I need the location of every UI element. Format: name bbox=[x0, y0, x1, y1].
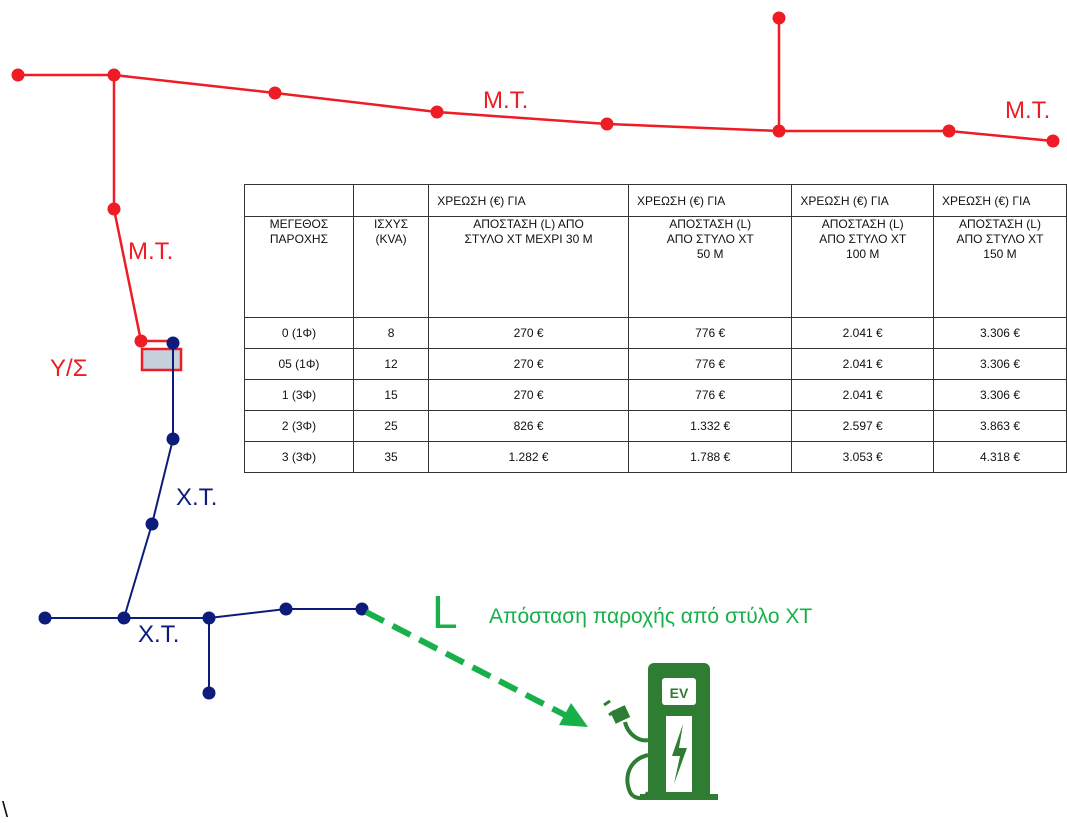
table-cell: 3.306 € bbox=[932, 348, 1067, 380]
xt-label-vertical: Χ.Τ. bbox=[176, 484, 218, 511]
table-cell: 2.041 € bbox=[791, 317, 934, 349]
table-row: 1 (3Φ) 15 270 € 776 € 2.041 € 3.306 € bbox=[244, 379, 1067, 411]
table-header-cell: ΧΡΕΩΣΗ (€) ΓΙΑ bbox=[428, 184, 629, 217]
header-line: 150 Μ bbox=[983, 247, 1017, 261]
substation-label: Υ/Σ bbox=[50, 355, 88, 382]
mt-label-right: Μ.Τ. bbox=[1005, 97, 1051, 124]
table-cell: 2 (3Φ) bbox=[244, 410, 354, 442]
distance-50m-header: ΑΠΟΣΤΑΣΗ (L) ΑΠΟ ΣΤΥΛΟ ΧΤ 50 Μ bbox=[627, 216, 793, 318]
tariff-table: ΧΡΕΩΣΗ (€) ΓΙΑ ΧΡΕΩΣΗ (€) ΓΙΑ ΧΡΕΩΣΗ (€)… bbox=[244, 184, 1067, 473]
table-row: 2 (3Φ) 25 826 € 1.332 € 2.597 € 3.863 € bbox=[244, 410, 1067, 442]
table-cell: 8 bbox=[352, 317, 430, 349]
table-cell: 270 € bbox=[428, 379, 629, 411]
table-cell: 4.318 € bbox=[932, 441, 1067, 473]
table-cell: 12 bbox=[352, 348, 430, 380]
table-cell: 25 bbox=[352, 410, 430, 442]
header-line: 50 Μ bbox=[696, 247, 724, 261]
header-line: ΜΕΓΕΘΟΣ bbox=[269, 217, 329, 231]
header-line: ΑΠΟΣΤΑΣΗ (L) ΑΠΟ bbox=[473, 217, 584, 231]
table-header-cell: ΧΡΕΩΣΗ (€) ΓΙΑ bbox=[791, 184, 934, 217]
table-cell: 1 (3Φ) bbox=[244, 379, 354, 411]
table-cell: 826 € bbox=[428, 410, 629, 442]
mt-label-left: Μ.Τ. bbox=[128, 238, 174, 265]
substation-box bbox=[140, 347, 183, 372]
table-cell: 3.306 € bbox=[932, 317, 1067, 349]
table-cell: 270 € bbox=[428, 317, 629, 349]
table-subheader-row: ΜΕΓΕΘΟΣ ΠΑΡΟΧΗΣ ΙΣΧΥΣ (KVA) ΑΠΟΣΤΑΣΗ (L)… bbox=[244, 216, 1067, 318]
distance-100m-header: ΑΠΟΣΤΑΣΗ (L) ΑΠΟ ΣΤΥΛΟ ΧΤ 100 Μ bbox=[791, 216, 934, 318]
header-line: (KVA) bbox=[375, 232, 407, 246]
table-header-row: ΧΡΕΩΣΗ (€) ΓΙΑ ΧΡΕΩΣΗ (€) ΓΙΑ ΧΡΕΩΣΗ (€)… bbox=[244, 184, 1067, 217]
table-header-cell bbox=[352, 184, 430, 217]
table-cell: 1.332 € bbox=[627, 410, 793, 442]
table-row: 3 (3Φ) 35 1.282 € 1.788 € 3.053 € 4.318 … bbox=[244, 441, 1067, 473]
table-cell: 776 € bbox=[627, 348, 793, 380]
header-line: ΑΠΟ ΣΤΥΛΟ ΧΤ bbox=[819, 232, 907, 246]
distance-caption: Απόσταση παροχής από στύλο ΧΤ bbox=[489, 605, 813, 628]
table-cell: 776 € bbox=[627, 379, 793, 411]
header-line: ΑΠΟΣΤΑΣΗ (L) bbox=[669, 217, 752, 231]
table-cell: 270 € bbox=[428, 348, 629, 380]
header-line: ΑΠΟΣΤΑΣΗ (L) bbox=[959, 217, 1041, 231]
mt-label-top: Μ.Τ. bbox=[483, 87, 529, 114]
header-line: ΣΤΥΛΟ ΧΤ ΜΕΧΡΙ 30 Μ bbox=[464, 232, 593, 246]
table-row: 05 (1Φ) 12 270 € 776 € 2.041 € 3.306 € bbox=[244, 348, 1067, 380]
lightning-bolt-icon bbox=[672, 724, 687, 784]
table-cell: 2.041 € bbox=[791, 348, 934, 380]
distance-arrow bbox=[364, 609, 588, 727]
header-line: ΑΠΟ ΣΤΥΛΟ ΧΤ bbox=[666, 232, 754, 246]
table-cell: 0 (1Φ) bbox=[244, 317, 354, 349]
header-line: 100 Μ bbox=[846, 247, 880, 261]
table-header-cell: ΧΡΕΩΣΗ (€) ΓΙΑ bbox=[932, 184, 1067, 217]
table-cell: 3.863 € bbox=[932, 410, 1067, 442]
supply-size-header: ΜΕΓΕΘΟΣ ΠΑΡΟΧΗΣ bbox=[244, 216, 354, 318]
table-header-cell: ΧΡΕΩΣΗ (€) ΓΙΑ bbox=[627, 184, 793, 217]
table-cell: 3.053 € bbox=[791, 441, 934, 473]
ev-charging-station-icon bbox=[603, 663, 718, 800]
header-line: ΠΑΡΟΧΗΣ bbox=[269, 232, 328, 246]
table-cell: 05 (1Φ) bbox=[244, 348, 354, 380]
header-line: ΑΠΟΣΤΑΣΗ (L) bbox=[821, 217, 904, 231]
table-cell: 3 (3Φ) bbox=[244, 441, 354, 473]
table-cell: 2.041 € bbox=[791, 379, 934, 411]
ev-label: EV bbox=[670, 685, 689, 701]
table-cell: 3.306 € bbox=[932, 379, 1067, 411]
table-cell: 2.597 € bbox=[791, 410, 934, 442]
mt-network bbox=[18, 18, 1054, 343]
table-cell: 1.282 € bbox=[428, 441, 629, 473]
mt-poles bbox=[11, 11, 1060, 348]
table-row: 0 (1Φ) 8 270 € 776 € 2.041 € 3.306 € bbox=[244, 317, 1067, 349]
table-header-cell bbox=[244, 184, 354, 217]
xt-label-horizontal: Χ.Τ. bbox=[138, 621, 180, 648]
distance-L-label: L bbox=[432, 586, 458, 638]
xt-poles bbox=[38, 336, 369, 700]
distance-150m-header: ΑΠΟΣΤΑΣΗ (L) ΑΠΟ ΣΤΥΛΟ ΧΤ 150 Μ bbox=[932, 216, 1067, 318]
table-cell: 776 € bbox=[627, 317, 793, 349]
table-cell: 15 bbox=[352, 379, 430, 411]
backslash-mark: \ bbox=[2, 797, 9, 822]
header-line: ΑΠΟ ΣΤΥΛΟ ΧΤ bbox=[956, 232, 1044, 246]
table-cell: 35 bbox=[352, 441, 430, 473]
distance-30m-header: ΑΠΟΣΤΑΣΗ (L) ΑΠΟ ΣΤΥΛΟ ΧΤ ΜΕΧΡΙ 30 Μ bbox=[428, 216, 629, 318]
table-cell: 1.788 € bbox=[627, 441, 793, 473]
power-header: ΙΣΧΥΣ (KVA) bbox=[352, 216, 430, 318]
header-line: ΙΣΧΥΣ bbox=[373, 217, 409, 231]
plug-icon bbox=[625, 753, 650, 800]
